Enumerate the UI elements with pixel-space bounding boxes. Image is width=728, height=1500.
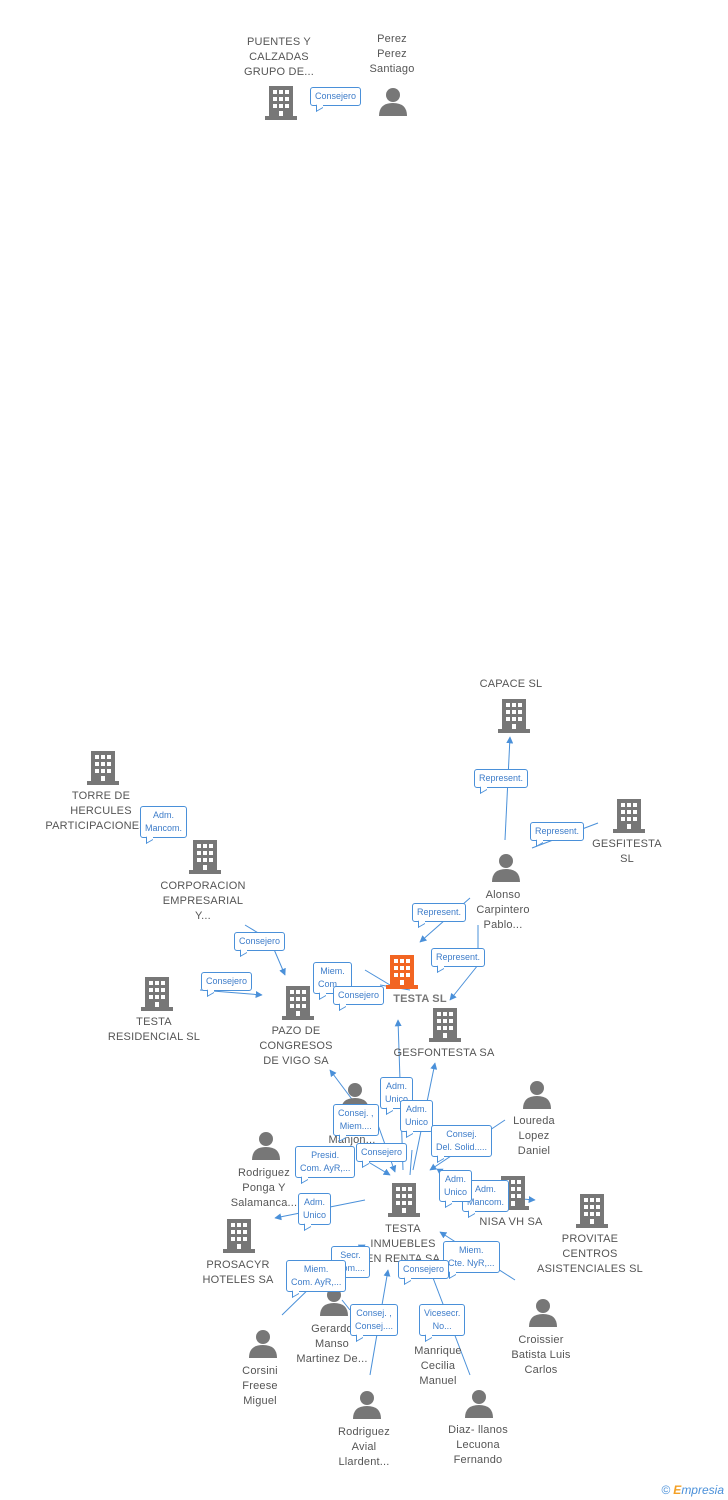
relation-label[interactable]: Consejero [333, 986, 385, 1005]
person-icon [379, 88, 407, 116]
node-label-gesfitesta: GESFITESTA SL [592, 838, 662, 865]
node-label-manrique: Manrique Cecilia Manuel [414, 1345, 462, 1387]
relation-label[interactable]: Adm. Mancom. [140, 806, 188, 838]
building-icon [265, 86, 297, 120]
copyright-symbol: © [661, 1483, 671, 1497]
node-label-rodavial: Rodriguez Avial Llardent... [338, 1426, 390, 1468]
node-label-nisa: NISA VH SA [479, 1216, 543, 1228]
building-icon [498, 699, 530, 733]
node-label-alonso: Alonso Carpintero Pablo... [476, 889, 530, 931]
person-icon [523, 1081, 551, 1109]
relation-label[interactable]: Adm. Unico [439, 1170, 473, 1202]
building-icon [87, 751, 119, 785]
relation-label[interactable]: Miem. Com. AyR,... [286, 1260, 347, 1292]
brand-name: mpresia [681, 1483, 724, 1497]
building-icon [386, 955, 418, 989]
relation-label[interactable]: Adm. Unico [298, 1193, 332, 1225]
relation-label[interactable]: Consej. Del. Solid..... [431, 1125, 493, 1157]
node-label-gerardo: Gerardo Manso Martinez De... [296, 1323, 368, 1365]
node-label-puentes: PUENTES Y CALZADAS GRUPO DE... [243, 36, 315, 78]
node-label-corporacion: CORPORACION EMPRESARIAL Y... [160, 880, 246, 922]
node-label-prosacyr: PROSACYR HOTELES SA [202, 1259, 274, 1286]
building-icon [429, 1008, 461, 1042]
relation-label[interactable]: Adm. Mancom. [462, 1180, 510, 1212]
relation-label[interactable]: Consej. , Miem.... [333, 1104, 379, 1136]
node-label-testa: TESTA SL [393, 993, 447, 1005]
node-label-diaz: Diaz- llanos Lecuona Fernando [448, 1424, 508, 1466]
node-label-capace: CAPACE SL [479, 678, 543, 690]
node-label-pazo: PAZO DE CONGRESOS DE VIGO SA [259, 1025, 333, 1067]
building-icon [223, 1219, 255, 1253]
relation-label[interactable]: Consejero [356, 1143, 408, 1162]
relation-label[interactable]: Represent. [431, 948, 486, 967]
relation-label[interactable]: Miem. Cte. NyR,... [443, 1241, 500, 1273]
building-icon [141, 977, 173, 1011]
person-icon [252, 1132, 280, 1160]
building-icon [613, 799, 645, 833]
node-label-provitae: PROVITAE CENTROS ASISTENCIALES SL [537, 1233, 643, 1275]
node-label-testares: TESTA RESIDENCIAL SL [107, 1016, 201, 1043]
relation-label[interactable]: Represent. [412, 903, 467, 922]
person-icon [353, 1391, 381, 1419]
person-icon [529, 1299, 557, 1327]
node-label-perez: Perez Perez Santiago [369, 33, 415, 75]
relation-label[interactable]: Consejero [398, 1260, 450, 1279]
relation-label[interactable]: Adm. Unico [400, 1100, 434, 1132]
node-label-croissier: Croissier Batista Luis Carlos [511, 1334, 571, 1376]
person-icon [465, 1390, 493, 1418]
relation-label[interactable]: Consej. , Consej.... [350, 1304, 399, 1336]
node-label-rodponga: Rodriguez Ponga Y Salamanca... [230, 1167, 298, 1209]
building-icon [282, 986, 314, 1020]
person-icon [249, 1330, 277, 1358]
building-icon [189, 840, 221, 874]
relation-label[interactable]: Consejero [234, 932, 286, 951]
person-icon [492, 854, 520, 882]
relation-label[interactable]: Represent. [474, 769, 529, 788]
relation-label[interactable]: Represent. [530, 822, 585, 841]
node-label-loureda: Loureda Lopez Daniel [513, 1115, 555, 1157]
empresia-logo[interactable]: ©Empresia [661, 1483, 724, 1497]
relation-label[interactable]: Vicesecr. No... [419, 1304, 466, 1336]
node-label-corsini: Corsini Freese Miguel [242, 1365, 278, 1407]
building-icon [576, 1194, 608, 1228]
relation-label[interactable]: Consejero [310, 87, 362, 106]
brand-initial: E [673, 1483, 682, 1497]
node-label-torre: TORRE DE HERCULES PARTICIPACIONES... [45, 790, 157, 832]
node-label-gesfontesta: GESFONTESTA SA [393, 1047, 495, 1059]
relation-label[interactable]: Consejero [201, 972, 253, 991]
building-icon [388, 1183, 420, 1217]
relation-label[interactable]: Presid. Com. AyR,... [295, 1146, 356, 1178]
